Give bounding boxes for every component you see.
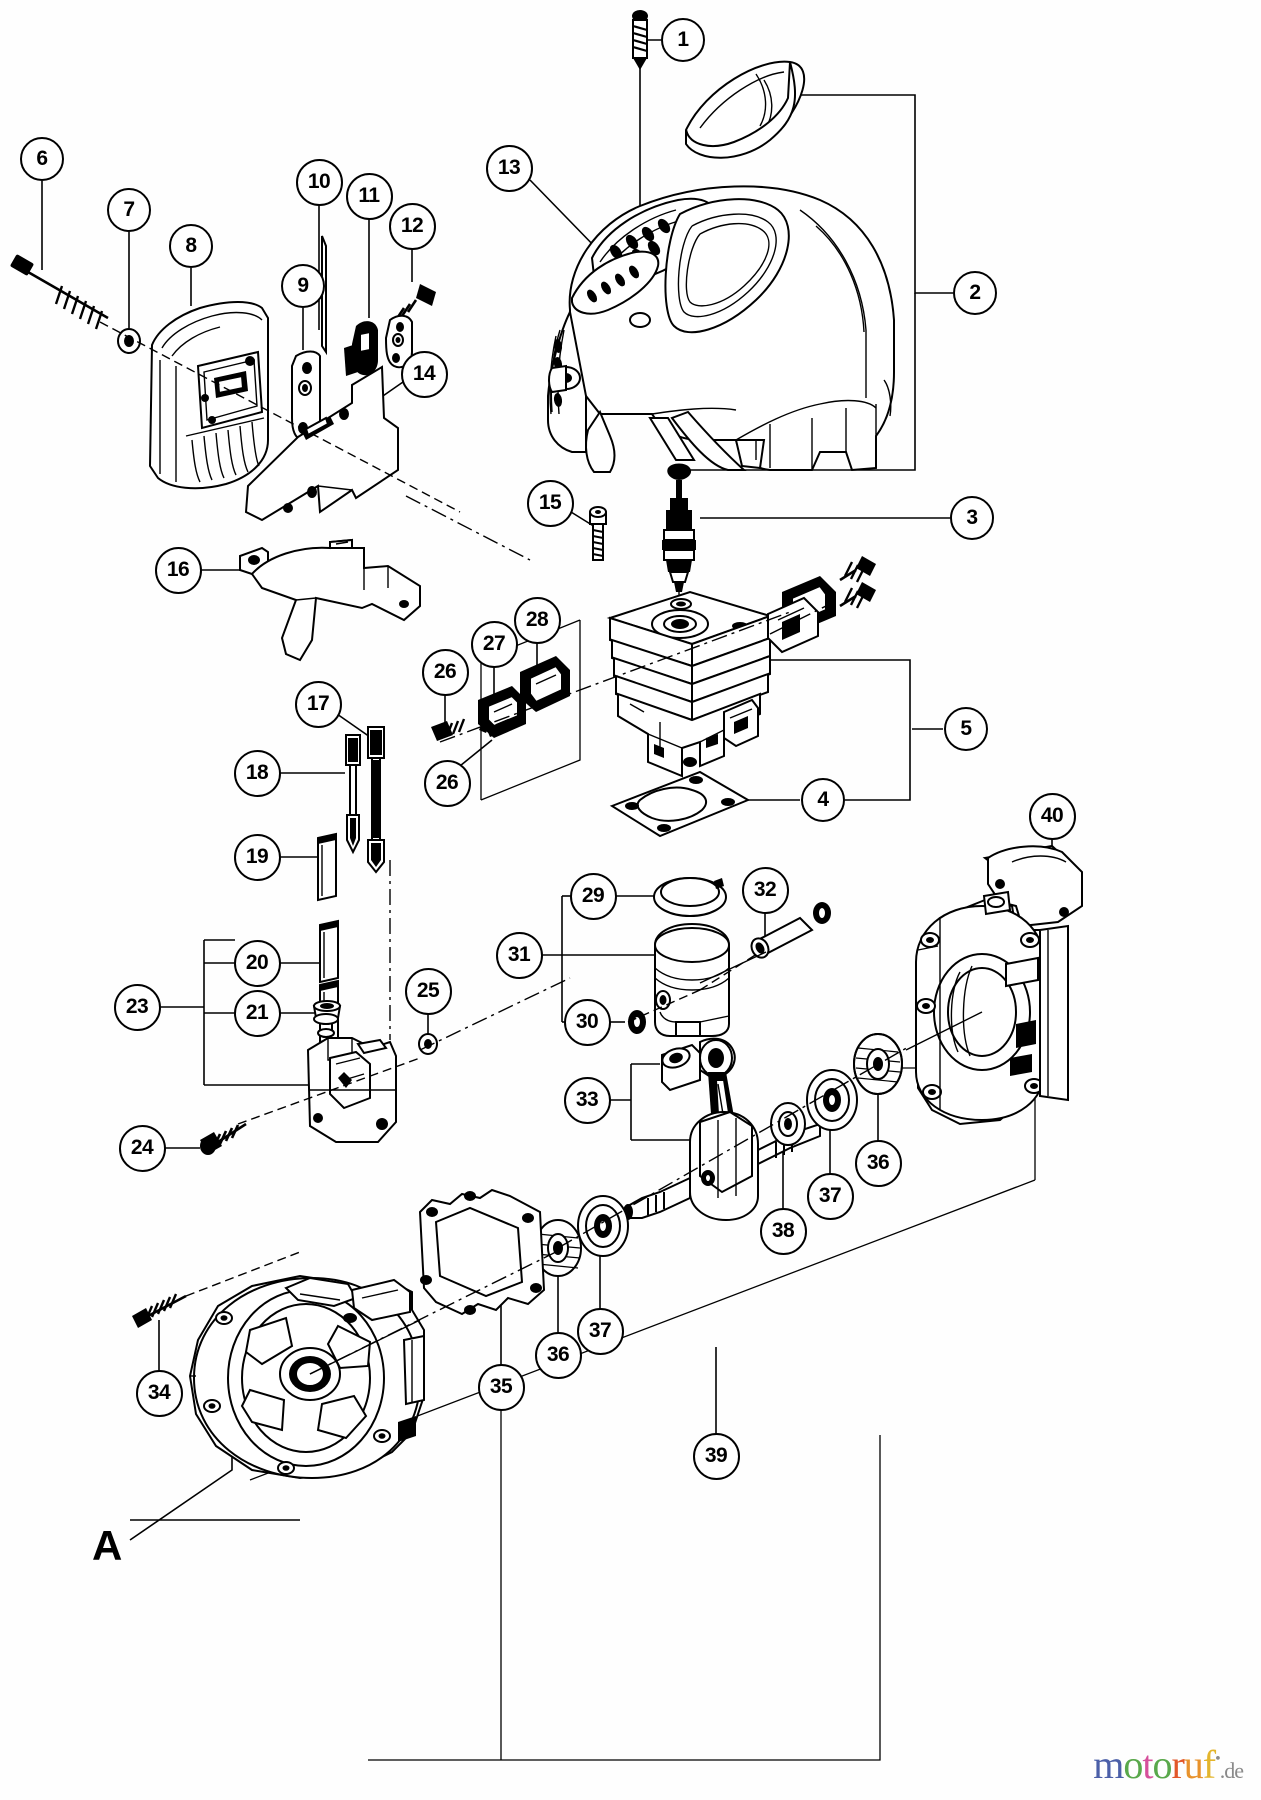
part-spark-arrester	[344, 321, 378, 376]
part-cylinder-assembly	[606, 590, 774, 778]
part-spark-plug	[662, 463, 696, 608]
callout-37a[interactable]: 37	[576, 1307, 624, 1355]
part-washer	[117, 328, 141, 354]
callout-26a[interactable]: 26	[421, 648, 469, 696]
callout-28[interactable]: 28	[513, 596, 561, 644]
callout-40[interactable]: 40	[1028, 792, 1076, 840]
callout-31[interactable]: 31	[495, 931, 543, 979]
part-grommet	[312, 1000, 342, 1038]
callout-12[interactable]: 12	[388, 202, 436, 250]
callout-30[interactable]: 30	[563, 998, 611, 1046]
watermark-motoruf: motoruf•.de	[1093, 1742, 1244, 1787]
callout-13[interactable]: 13	[485, 144, 533, 192]
part-cylinder-base-gasket	[609, 770, 751, 838]
part-cover-top	[684, 60, 806, 159]
part-circlip	[628, 1010, 646, 1034]
callout-23[interactable]: 23	[113, 983, 161, 1031]
callout-29[interactable]: 29	[569, 872, 617, 920]
part-piston-assembly	[654, 922, 730, 1037]
callout-26b[interactable]: 26	[423, 759, 471, 807]
part-spacer-sleeve	[317, 832, 337, 902]
part-terminal-leads	[345, 726, 385, 874]
callout-21[interactable]: 21	[233, 989, 281, 1037]
callout-25[interactable]: 25	[404, 967, 452, 1015]
callout-9[interactable]: 9	[281, 264, 325, 308]
part-ball-bearing-left	[577, 1195, 629, 1257]
part-piston-pin	[699, 902, 831, 984]
part-heat-shield	[244, 365, 399, 522]
callout-35[interactable]: 35	[477, 1363, 525, 1411]
callout-32[interactable]: 32	[741, 866, 789, 914]
part-crankcase-gasket	[418, 1188, 546, 1316]
callout-1[interactable]: 1	[661, 18, 705, 62]
callout-18[interactable]: 18	[233, 749, 281, 797]
callout-17[interactable]: 17	[294, 680, 342, 728]
part-screw	[589, 506, 607, 561]
callout-3[interactable]: 3	[950, 496, 994, 540]
callout-11[interactable]: 11	[345, 172, 393, 220]
callout-10[interactable]: 10	[295, 158, 343, 206]
assembly-centerlines	[99, 321, 911, 1375]
callout-39[interactable]: 39	[692, 1432, 740, 1480]
callout-19[interactable]: 19	[233, 833, 281, 881]
part-crankcase-half	[188, 1274, 425, 1480]
part-piston-ring	[653, 877, 727, 917]
part-crankcase-screw	[132, 1293, 187, 1328]
part-ball-bearing-right	[806, 1069, 858, 1131]
part-crankshaft	[623, 1037, 821, 1222]
part-carburetor	[306, 1037, 397, 1143]
callout-38[interactable]: 38	[759, 1207, 807, 1255]
callout-2[interactable]: 2	[953, 271, 997, 315]
callout-15[interactable]: 15	[526, 479, 574, 527]
callout-6[interactable]: 6	[20, 137, 64, 181]
callout-8[interactable]: 8	[169, 224, 213, 268]
part-washer-small	[418, 1033, 438, 1055]
part-screw-carburetor	[200, 1122, 247, 1155]
callout-14[interactable]: 14	[400, 350, 448, 398]
part-needle-bearing	[661, 1043, 701, 1092]
section-label-a: A	[92, 1522, 123, 1569]
callout-27[interactable]: 27	[470, 620, 518, 668]
callout-20[interactable]: 20	[233, 939, 281, 987]
part-intake-flange	[767, 556, 876, 654]
callout-5[interactable]: 5	[944, 707, 988, 751]
part-intake-manifold	[520, 656, 570, 712]
callout-34[interactable]: 34	[135, 1369, 183, 1417]
part-bracket	[239, 538, 421, 662]
callout-24[interactable]: 24	[118, 1124, 166, 1172]
callout-36b[interactable]: 36	[854, 1139, 902, 1187]
part-engine-cover-assembly	[547, 185, 895, 473]
part-washer-crank	[770, 1102, 806, 1146]
part-muffler-bolt	[10, 254, 109, 330]
callout-4[interactable]: 4	[801, 778, 845, 822]
callout-37b[interactable]: 37	[806, 1172, 854, 1220]
part-insulator	[478, 686, 526, 738]
callout-36a[interactable]: 36	[534, 1331, 582, 1379]
callout-33[interactable]: 33	[563, 1076, 611, 1124]
part-screw-cover	[632, 10, 648, 70]
part-crankcase-bearing-housing	[905, 890, 1069, 1126]
callout-16[interactable]: 16	[154, 546, 202, 594]
callout-7[interactable]: 7	[107, 188, 151, 232]
part-muffler-gasket	[321, 235, 327, 356]
part-muffler	[148, 301, 269, 490]
